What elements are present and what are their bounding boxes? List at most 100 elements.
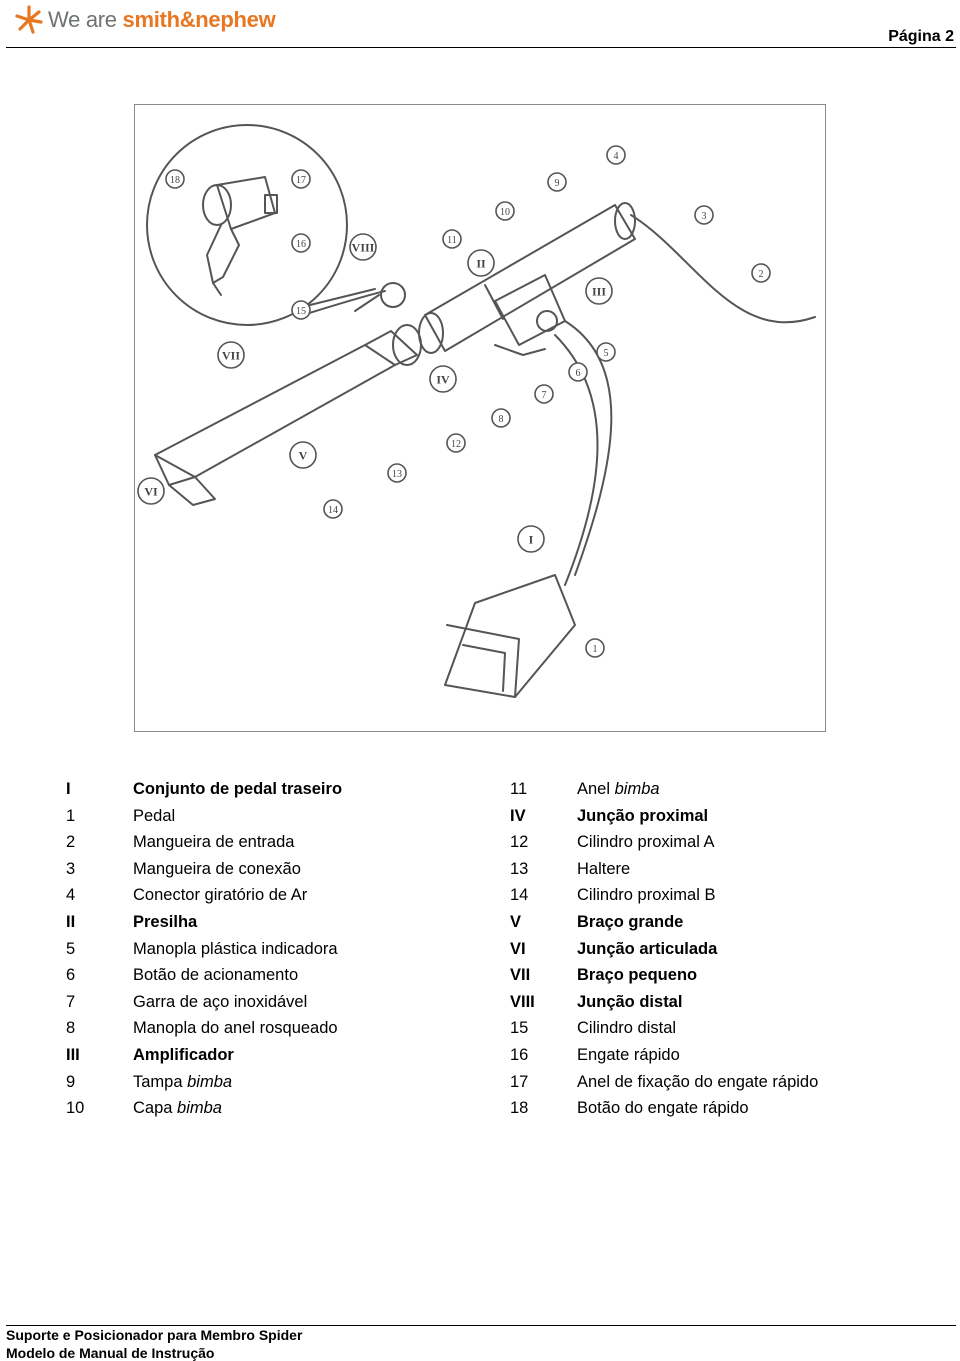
callout-label: 3 bbox=[702, 211, 707, 222]
callout-label: 5 bbox=[604, 348, 609, 359]
callout-label: 13 bbox=[392, 469, 402, 480]
legend-label: Anel de fixação do engate rápido bbox=[577, 1069, 818, 1096]
legend-label: Conector giratório de Ar bbox=[133, 882, 307, 909]
footer-document-subtitle: Modelo de Manual de Instrução bbox=[6, 1345, 215, 1361]
legend-label: Engate rápido bbox=[577, 1042, 680, 1069]
legend-code: 8 bbox=[66, 1019, 76, 1038]
legend-label-text: Cilindro distal bbox=[577, 1019, 677, 1038]
legend-row: 1 Pedal bbox=[66, 803, 342, 830]
callout-ii: II bbox=[467, 249, 495, 277]
callout-label: II bbox=[476, 257, 486, 271]
legend-label-text: Junção articulada bbox=[577, 939, 718, 958]
legend-code: 5 bbox=[66, 939, 76, 958]
callout-iv: IV bbox=[429, 365, 457, 393]
callout-6: 6 bbox=[568, 362, 588, 382]
legend-label: Botão de acionamento bbox=[133, 962, 298, 989]
legend-label-text: Junção proximal bbox=[577, 806, 709, 825]
starburst-logo-icon bbox=[15, 5, 43, 34]
callout-v: V bbox=[289, 441, 317, 469]
legend-label: Amplificador bbox=[133, 1042, 234, 1069]
callout-label: 14 bbox=[328, 505, 338, 516]
legend-label: Mangueira de entrada bbox=[133, 829, 294, 856]
distal-joint-drawing bbox=[380, 282, 406, 308]
callout-i: I bbox=[517, 525, 545, 553]
legend-label-text: Manopla plástica indicadora bbox=[133, 939, 338, 958]
callout-label: 10 bbox=[500, 207, 510, 218]
legend-label: Junção proximal bbox=[577, 803, 708, 830]
device-exploded-drawing: IIIIIIIVVVIVIIVIII1234567891011121314151… bbox=[137, 124, 816, 698]
legend-code: VI bbox=[510, 939, 526, 958]
proximal-cylinder-drawing bbox=[424, 204, 636, 352]
legend-code: 16 bbox=[510, 1045, 529, 1064]
legend-label: Pedal bbox=[133, 803, 175, 830]
callout-label: 18 bbox=[170, 175, 180, 186]
callout-iii: III bbox=[585, 277, 613, 305]
logo-brand-text: smith&nephew bbox=[122, 7, 276, 32]
callout-label: 16 bbox=[296, 239, 306, 250]
callout-label: 4 bbox=[614, 151, 619, 162]
page-header: We are smith&nephew Página 2 bbox=[0, 0, 960, 50]
legend-label: Manopla plástica indicadora bbox=[133, 936, 338, 963]
legend-label: Junção distal bbox=[577, 989, 682, 1016]
legend-code: 15 bbox=[510, 1019, 529, 1038]
callout-7: 7 bbox=[534, 384, 554, 404]
callout-label: 6 bbox=[576, 368, 581, 379]
callout-vi: VI bbox=[137, 477, 165, 505]
legend-label-text: Cilindro proximal B bbox=[577, 886, 716, 905]
logo-we-text: We are bbox=[48, 7, 117, 32]
callout-label: 12 bbox=[451, 439, 461, 450]
legend-label-text: Amplificador bbox=[133, 1045, 234, 1064]
legend-code: VIII bbox=[510, 992, 535, 1011]
legend-row: VI Junção articulada bbox=[510, 936, 818, 963]
callout-label: 11 bbox=[447, 235, 457, 246]
callout-13: 13 bbox=[387, 463, 407, 483]
legend-label-text: Anel de fixação do engate rápido bbox=[577, 1072, 819, 1091]
callout-1: 1 bbox=[585, 638, 605, 658]
legend-code: I bbox=[66, 780, 71, 798]
callout-label: VIII bbox=[352, 241, 375, 255]
legend-label: Anel bimba bbox=[577, 776, 660, 803]
callout-label: 8 bbox=[499, 414, 504, 425]
legend-label-text: Braço pequeno bbox=[577, 966, 698, 985]
callout-18: 18 bbox=[165, 169, 185, 189]
callout-label: 17 bbox=[296, 175, 306, 186]
legend-code: 12 bbox=[510, 833, 529, 852]
callout-3: 3 bbox=[694, 205, 714, 225]
legend-row: 16 Engate rápido bbox=[510, 1042, 818, 1069]
legend-code: 18 bbox=[510, 1099, 529, 1118]
legend-label-italic: bimba bbox=[187, 1072, 233, 1091]
legend-row: VIII Junção distal bbox=[510, 989, 818, 1016]
callout-label: 2 bbox=[759, 269, 764, 280]
legend-label: Cilindro distal bbox=[577, 1015, 676, 1042]
legend-label-text: Presilha bbox=[133, 912, 198, 931]
legend-label-text: Botão do engate rápido bbox=[577, 1099, 749, 1118]
callout-label: IV bbox=[436, 373, 450, 387]
foot-pedal-drawing bbox=[444, 574, 576, 698]
callout-16: 16 bbox=[291, 233, 311, 253]
legend-label: Tampa bimba bbox=[133, 1069, 232, 1096]
legend-code: 6 bbox=[66, 966, 76, 985]
detail-magnifier-circle bbox=[146, 124, 348, 326]
legend-label-text: Braço grande bbox=[577, 912, 684, 931]
legend-label-text: Haltere bbox=[577, 859, 631, 878]
legend-code: VII bbox=[510, 966, 531, 985]
legend-code: 1 bbox=[66, 806, 76, 825]
legend-label-text: Conector giratório de Ar bbox=[133, 886, 308, 905]
callout-5: 5 bbox=[596, 342, 616, 362]
smith-nephew-logo: We are smith&nephew bbox=[14, 3, 276, 37]
connection-hose-drawing bbox=[564, 320, 613, 576]
legend-code: 11 bbox=[510, 780, 528, 798]
callout-label: V bbox=[299, 449, 308, 463]
legend-label: Haltere bbox=[577, 856, 630, 883]
legend-code: 10 bbox=[66, 1099, 85, 1118]
